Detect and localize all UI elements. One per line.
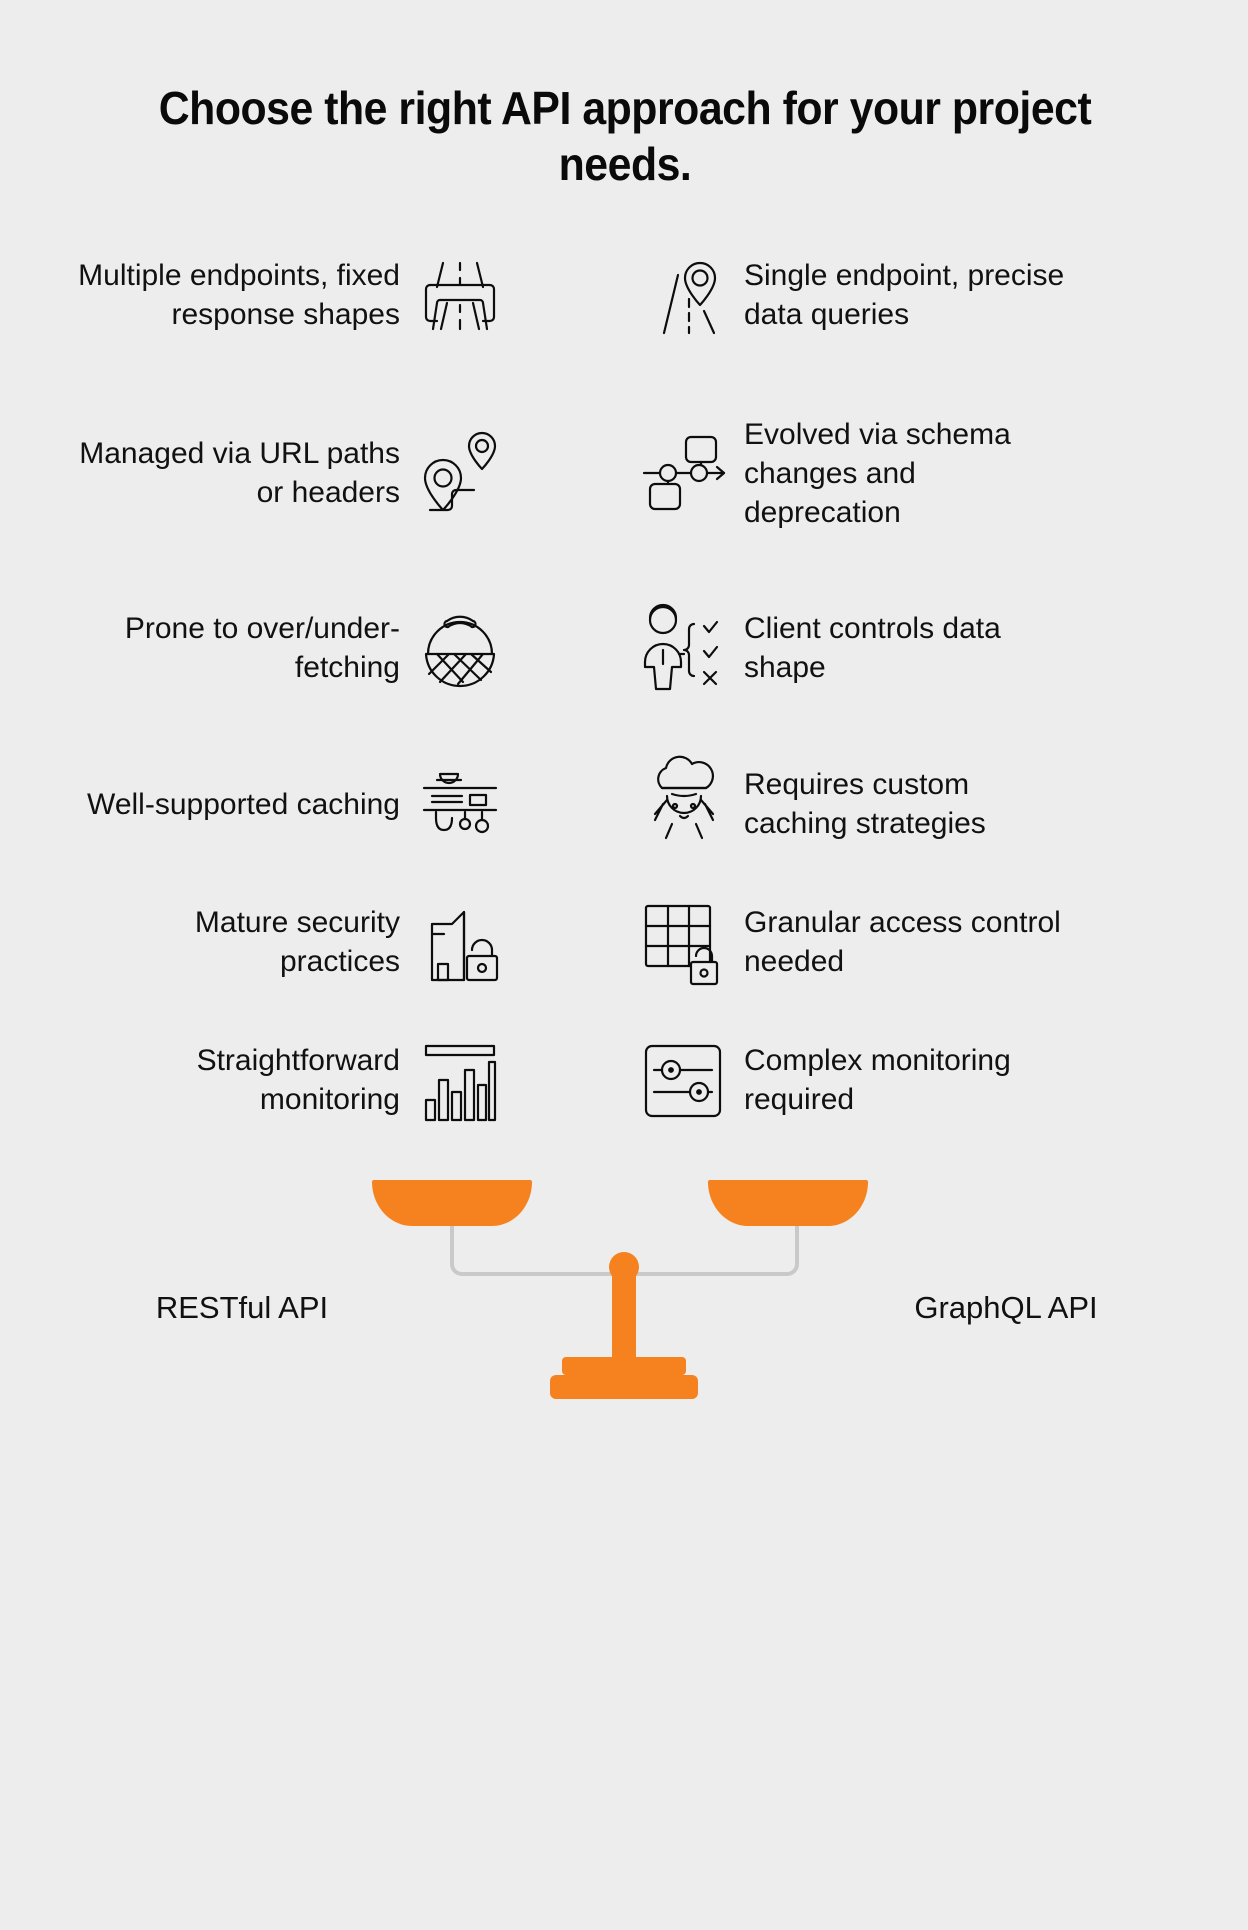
scale-label-left: RESTful API bbox=[155, 1290, 329, 1325]
graphql-item-5-label: Granular access control needed bbox=[744, 906, 1061, 978]
page-title: Choose the right API approach for your p… bbox=[158, 82, 1092, 191]
rest-item-3-label: Prone to over/under-fetching bbox=[124, 612, 400, 684]
comparison-row: Mature security practices bbox=[0, 873, 1248, 1011]
rest-item-6-label: Straightforward monitoring bbox=[196, 1044, 400, 1116]
graphql-item-1: Single endpoint, precise data queries bbox=[624, 235, 1248, 355]
two-map-pins-path-icon bbox=[400, 413, 520, 533]
schema-flow-icon bbox=[624, 413, 744, 533]
rest-item-5: Mature security practices bbox=[0, 882, 624, 1002]
graphql-item-2: Evolved via schema changes and deprecati… bbox=[624, 413, 1248, 533]
graphql-item-1-label: Single endpoint, precise data queries bbox=[744, 259, 1065, 331]
dish-shelf-icon bbox=[400, 744, 520, 864]
road-highway-icon bbox=[400, 235, 520, 355]
balance-scale-icon bbox=[0, 1160, 1248, 1410]
rest-item-4: Well-supported caching bbox=[0, 744, 624, 864]
scale-label-right: GraphQL API bbox=[914, 1290, 1098, 1325]
chef-hat-person-icon bbox=[624, 744, 744, 864]
rest-item-1-label: Multiple endpoints, fixed response shape… bbox=[78, 259, 400, 331]
rest-item-2-label: Managed via URL paths or headers bbox=[79, 437, 400, 509]
building-padlock-icon bbox=[400, 882, 520, 1002]
graphql-item-6: Complex monitoring required bbox=[624, 1020, 1248, 1140]
rest-item-4-label: Well-supported caching bbox=[87, 787, 400, 821]
basket-icon bbox=[400, 588, 520, 708]
comparison-row: Well-supported caching bbox=[0, 735, 1248, 873]
rest-item-6: Straightforward monitoring bbox=[0, 1020, 624, 1140]
comparison-grid: Multiple endpoints, fixed response shape… bbox=[0, 205, 1248, 1149]
rest-item-3: Prone to over/under-fetching bbox=[0, 588, 624, 708]
comparison-row: Managed via URL paths or headers bbox=[0, 385, 1248, 561]
graphql-item-3: Client controls data shape bbox=[624, 588, 1248, 708]
scale-labels: RESTful API GraphQL API bbox=[0, 1290, 1248, 1326]
bar-chart-icon bbox=[400, 1020, 520, 1140]
rest-item-1: Multiple endpoints, fixed response shape… bbox=[0, 235, 624, 355]
graphql-item-4-label: Requires custom caching strategies bbox=[744, 768, 986, 840]
comparison-row: Prone to over/under-fetching bbox=[0, 561, 1248, 735]
graphql-item-5: Granular access control needed bbox=[624, 882, 1248, 1002]
graphql-item-3-label: Client controls data shape bbox=[744, 612, 1001, 684]
graphql-item-6-label: Complex monitoring required bbox=[744, 1044, 1011, 1116]
person-checklist-icon bbox=[624, 588, 744, 708]
comparison-row: Multiple endpoints, fixed response shape… bbox=[0, 205, 1248, 385]
comparison-row: Straightforward monitoring bbox=[0, 1011, 1248, 1149]
grid-padlock-icon bbox=[624, 882, 744, 1002]
sliders-panel-icon bbox=[624, 1020, 744, 1140]
rest-item-5-label: Mature security practices bbox=[194, 906, 400, 978]
rest-item-2: Managed via URL paths or headers bbox=[0, 413, 624, 533]
graphql-item-2-label: Evolved via schema changes and deprecati… bbox=[744, 417, 1011, 529]
graphql-item-4: Requires custom caching strategies bbox=[624, 744, 1248, 864]
road-map-pin-icon bbox=[624, 235, 744, 355]
